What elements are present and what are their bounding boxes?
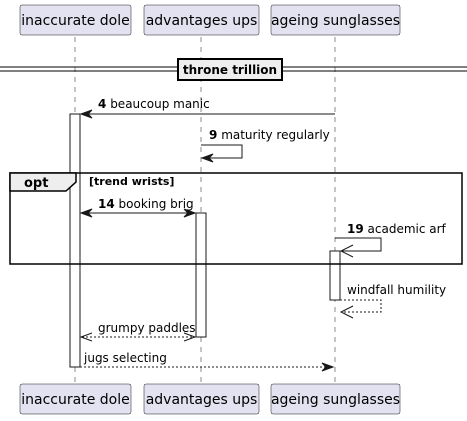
participant-top-advantages-ups[interactable]: advantages ups xyxy=(143,4,260,36)
svg-text:19 academic arf: 19 academic arf xyxy=(347,222,447,236)
activation-bar-advantages-ups xyxy=(195,212,207,338)
message-number: 4 xyxy=(98,97,106,111)
message-19-academic-arf: 19 academic arf xyxy=(335,222,447,258)
participant-label: ageing sunglasses xyxy=(271,13,400,29)
participant-top-ageing-sunglasses[interactable]: ageing sunglasses xyxy=(270,4,401,36)
activation-bar-ageing-sunglasses xyxy=(329,250,341,301)
message-text: maturity regularly xyxy=(221,128,330,142)
message-text: windfall humility xyxy=(347,283,446,297)
participant-label: inaccurate dole xyxy=(21,392,129,408)
divider-label: throne trillion xyxy=(183,63,277,77)
participant-bottom-advantages-ups[interactable]: advantages ups xyxy=(143,383,260,415)
participant-label: advantages ups xyxy=(146,13,258,29)
svg-text:14 booking brig: 14 booking brig xyxy=(98,197,194,211)
participant-top-inaccurate-dole[interactable]: inaccurate dole xyxy=(19,4,132,36)
message-4-beaucoup-manic: 4 beaucoup manic xyxy=(79,97,335,119)
opt-fragment: opt [trend wrists] xyxy=(9,172,463,265)
participant-label: ageing sunglasses xyxy=(271,392,400,408)
fragment-keyword: opt xyxy=(24,176,48,191)
message-text: grumpy paddles xyxy=(98,321,196,335)
message-number: 19 xyxy=(347,222,364,236)
message-9-maturity-regularly: 9 maturity regularly xyxy=(200,128,330,163)
participant-label: inaccurate dole xyxy=(21,13,129,29)
participant-bottom-ageing-sunglasses[interactable]: ageing sunglasses xyxy=(270,383,401,415)
message-text: beaucoup manic xyxy=(110,97,210,111)
message-text: jugs selecting xyxy=(83,351,167,365)
participant-bottom-inaccurate-dole[interactable]: inaccurate dole xyxy=(19,383,132,415)
svg-text:4 beaucoup manic: 4 beaucoup manic xyxy=(98,97,210,111)
message-14-booking-brig: 14 booking brig xyxy=(79,197,197,218)
participant-label: advantages ups xyxy=(146,392,258,408)
activation-bar-inaccurate-dole xyxy=(69,113,81,368)
fragment-guard: [trend wrists] xyxy=(89,175,174,188)
message-jugs-selecting: jugs selecting xyxy=(80,351,335,372)
svg-text:9 maturity regularly: 9 maturity regularly xyxy=(209,128,330,142)
message-number: 14 xyxy=(98,197,115,211)
message-text: booking brig xyxy=(119,197,194,211)
divider-throne-trillion: throne trillion xyxy=(0,58,467,81)
message-number: 9 xyxy=(209,128,217,142)
message-windfall-humility: windfall humility xyxy=(339,283,446,319)
message-text: academic arf xyxy=(368,222,447,236)
message-grumpy-paddles: grumpy paddles xyxy=(79,321,197,342)
